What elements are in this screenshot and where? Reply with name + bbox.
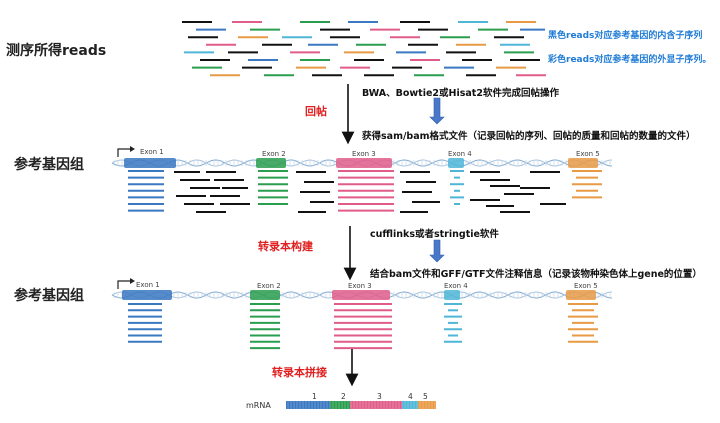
step-splice: 转录本拼接 bbox=[272, 366, 327, 379]
ref-genome-label-2: 参考基因组 bbox=[14, 288, 84, 304]
black-reads-note: 黑色reads对应参考基因的内含子序列 bbox=[548, 31, 703, 41]
exon-label-4b: Exon 4 bbox=[444, 282, 468, 290]
color-reads-note: 彩色reads对应参考基因的外显子序列。 bbox=[548, 55, 712, 65]
align-output-note: 获得sam/bam格式文件（记录回帖的序列、回帖的质量和回帖的数量的文件） bbox=[362, 131, 696, 142]
exon-block bbox=[448, 158, 464, 168]
exon-block bbox=[256, 158, 286, 168]
exon-block bbox=[568, 158, 598, 168]
exon-block bbox=[122, 290, 172, 300]
mrna-segment bbox=[402, 401, 418, 409]
start-arrow-head-icon bbox=[130, 278, 135, 284]
mrna-seg-3: 3 bbox=[377, 392, 382, 401]
reference-genome-1 bbox=[111, 146, 613, 213]
mrna-seg-4: 4 bbox=[408, 392, 413, 401]
exon-label-3a: Exon 3 bbox=[352, 150, 376, 158]
exon-block bbox=[332, 290, 390, 300]
step-assemble: 转录本构建 bbox=[258, 240, 313, 253]
assemble-input-note: 结合bam文件和GFF/GTF文件注释信息（记录该物种染色体上gene的位置） bbox=[370, 269, 702, 280]
mrna-segment bbox=[286, 401, 330, 409]
exon-label-5b: Exon 5 bbox=[574, 282, 598, 290]
mrna-seg-2: 2 bbox=[341, 392, 346, 401]
exon-label-3b: Exon 3 bbox=[348, 282, 372, 290]
ref-genome-label-1: 参考基因组 bbox=[14, 157, 84, 173]
exon-label-4a: Exon 4 bbox=[448, 150, 472, 158]
mrna-segment bbox=[330, 401, 350, 409]
start-arrow-icon bbox=[117, 148, 132, 157]
mrna-seg-1: 1 bbox=[312, 392, 317, 401]
exon-block bbox=[444, 290, 460, 300]
exon-label-2b: Exon 2 bbox=[257, 282, 281, 290]
exon-block bbox=[566, 290, 596, 300]
reference-genome-2 bbox=[111, 278, 613, 350]
mrna-bar bbox=[286, 401, 436, 409]
exon-label-5a: Exon 5 bbox=[576, 150, 600, 158]
exon-label-1b: Exon 1 bbox=[136, 281, 160, 289]
align-tools-note: BWA、Bowtie2或Hisat2软件完成回帖操作 bbox=[362, 88, 559, 99]
mrna-seg-5: 5 bbox=[423, 392, 428, 401]
start-arrow-head-icon bbox=[130, 146, 135, 152]
exon-block bbox=[336, 158, 392, 168]
seq-reads-label: 测序所得reads bbox=[6, 43, 107, 59]
mrna-segment bbox=[350, 401, 402, 409]
exon-label-1a: Exon 1 bbox=[140, 148, 164, 156]
mrna-segment bbox=[418, 401, 436, 409]
blue-down-arrow-icon bbox=[429, 239, 445, 263]
assemble-tools-note: cufflinks或者stringtie软件 bbox=[370, 229, 499, 240]
blue-down-arrow-icon bbox=[429, 97, 445, 125]
exon-block bbox=[250, 290, 280, 300]
step-align: 回帖 bbox=[305, 105, 327, 118]
exon-label-2a: Exon 2 bbox=[262, 150, 286, 158]
mrna-label: mRNA bbox=[246, 401, 271, 410]
raw-reads bbox=[182, 21, 546, 77]
exon-block bbox=[124, 158, 176, 168]
start-arrow-icon bbox=[117, 280, 132, 289]
flow-arrows bbox=[341, 84, 445, 387]
